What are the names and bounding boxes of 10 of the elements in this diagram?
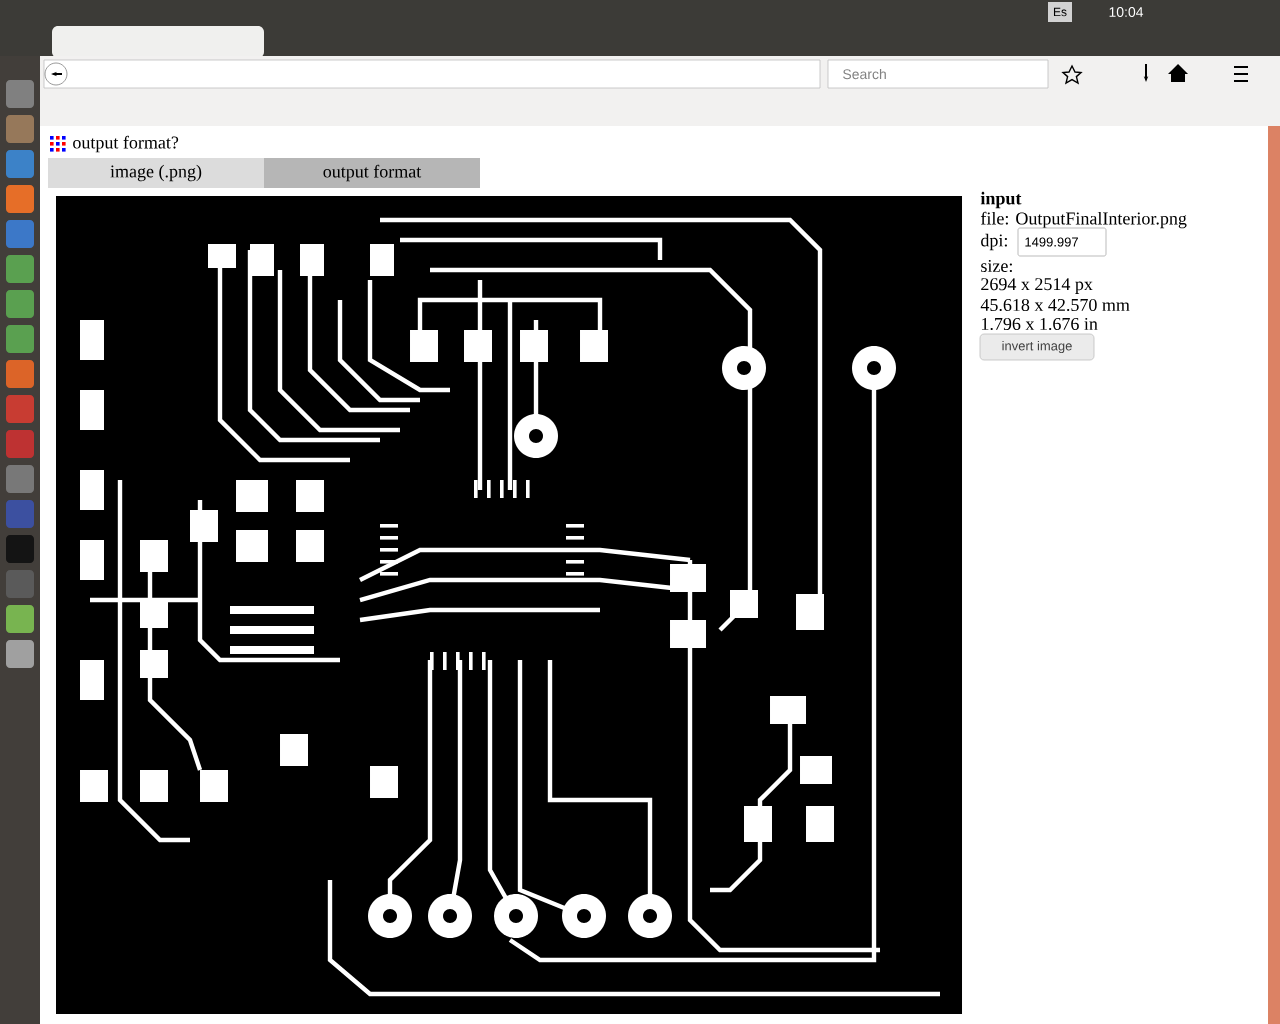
tab: output format <box>264 158 480 188</box>
size-label: size: <box>981 259 1012 273</box>
section-heading: input <box>980 191 1022 209</box>
heading-text: output format? <box>73 135 179 153</box>
file-name-text: file: OutputFinalInterior.png <box>980 211 1187 229</box>
field-label: dpi: <box>981 233 1007 251</box>
size-text: 45.618 x 42.570 mm <box>980 298 1130 312</box>
size-text: 1.796 x 1.676 in <box>982 317 1098 331</box>
size-text: 2694 x 2514 px <box>981 278 1093 294</box>
tab: image (.png) <box>48 158 264 188</box>
